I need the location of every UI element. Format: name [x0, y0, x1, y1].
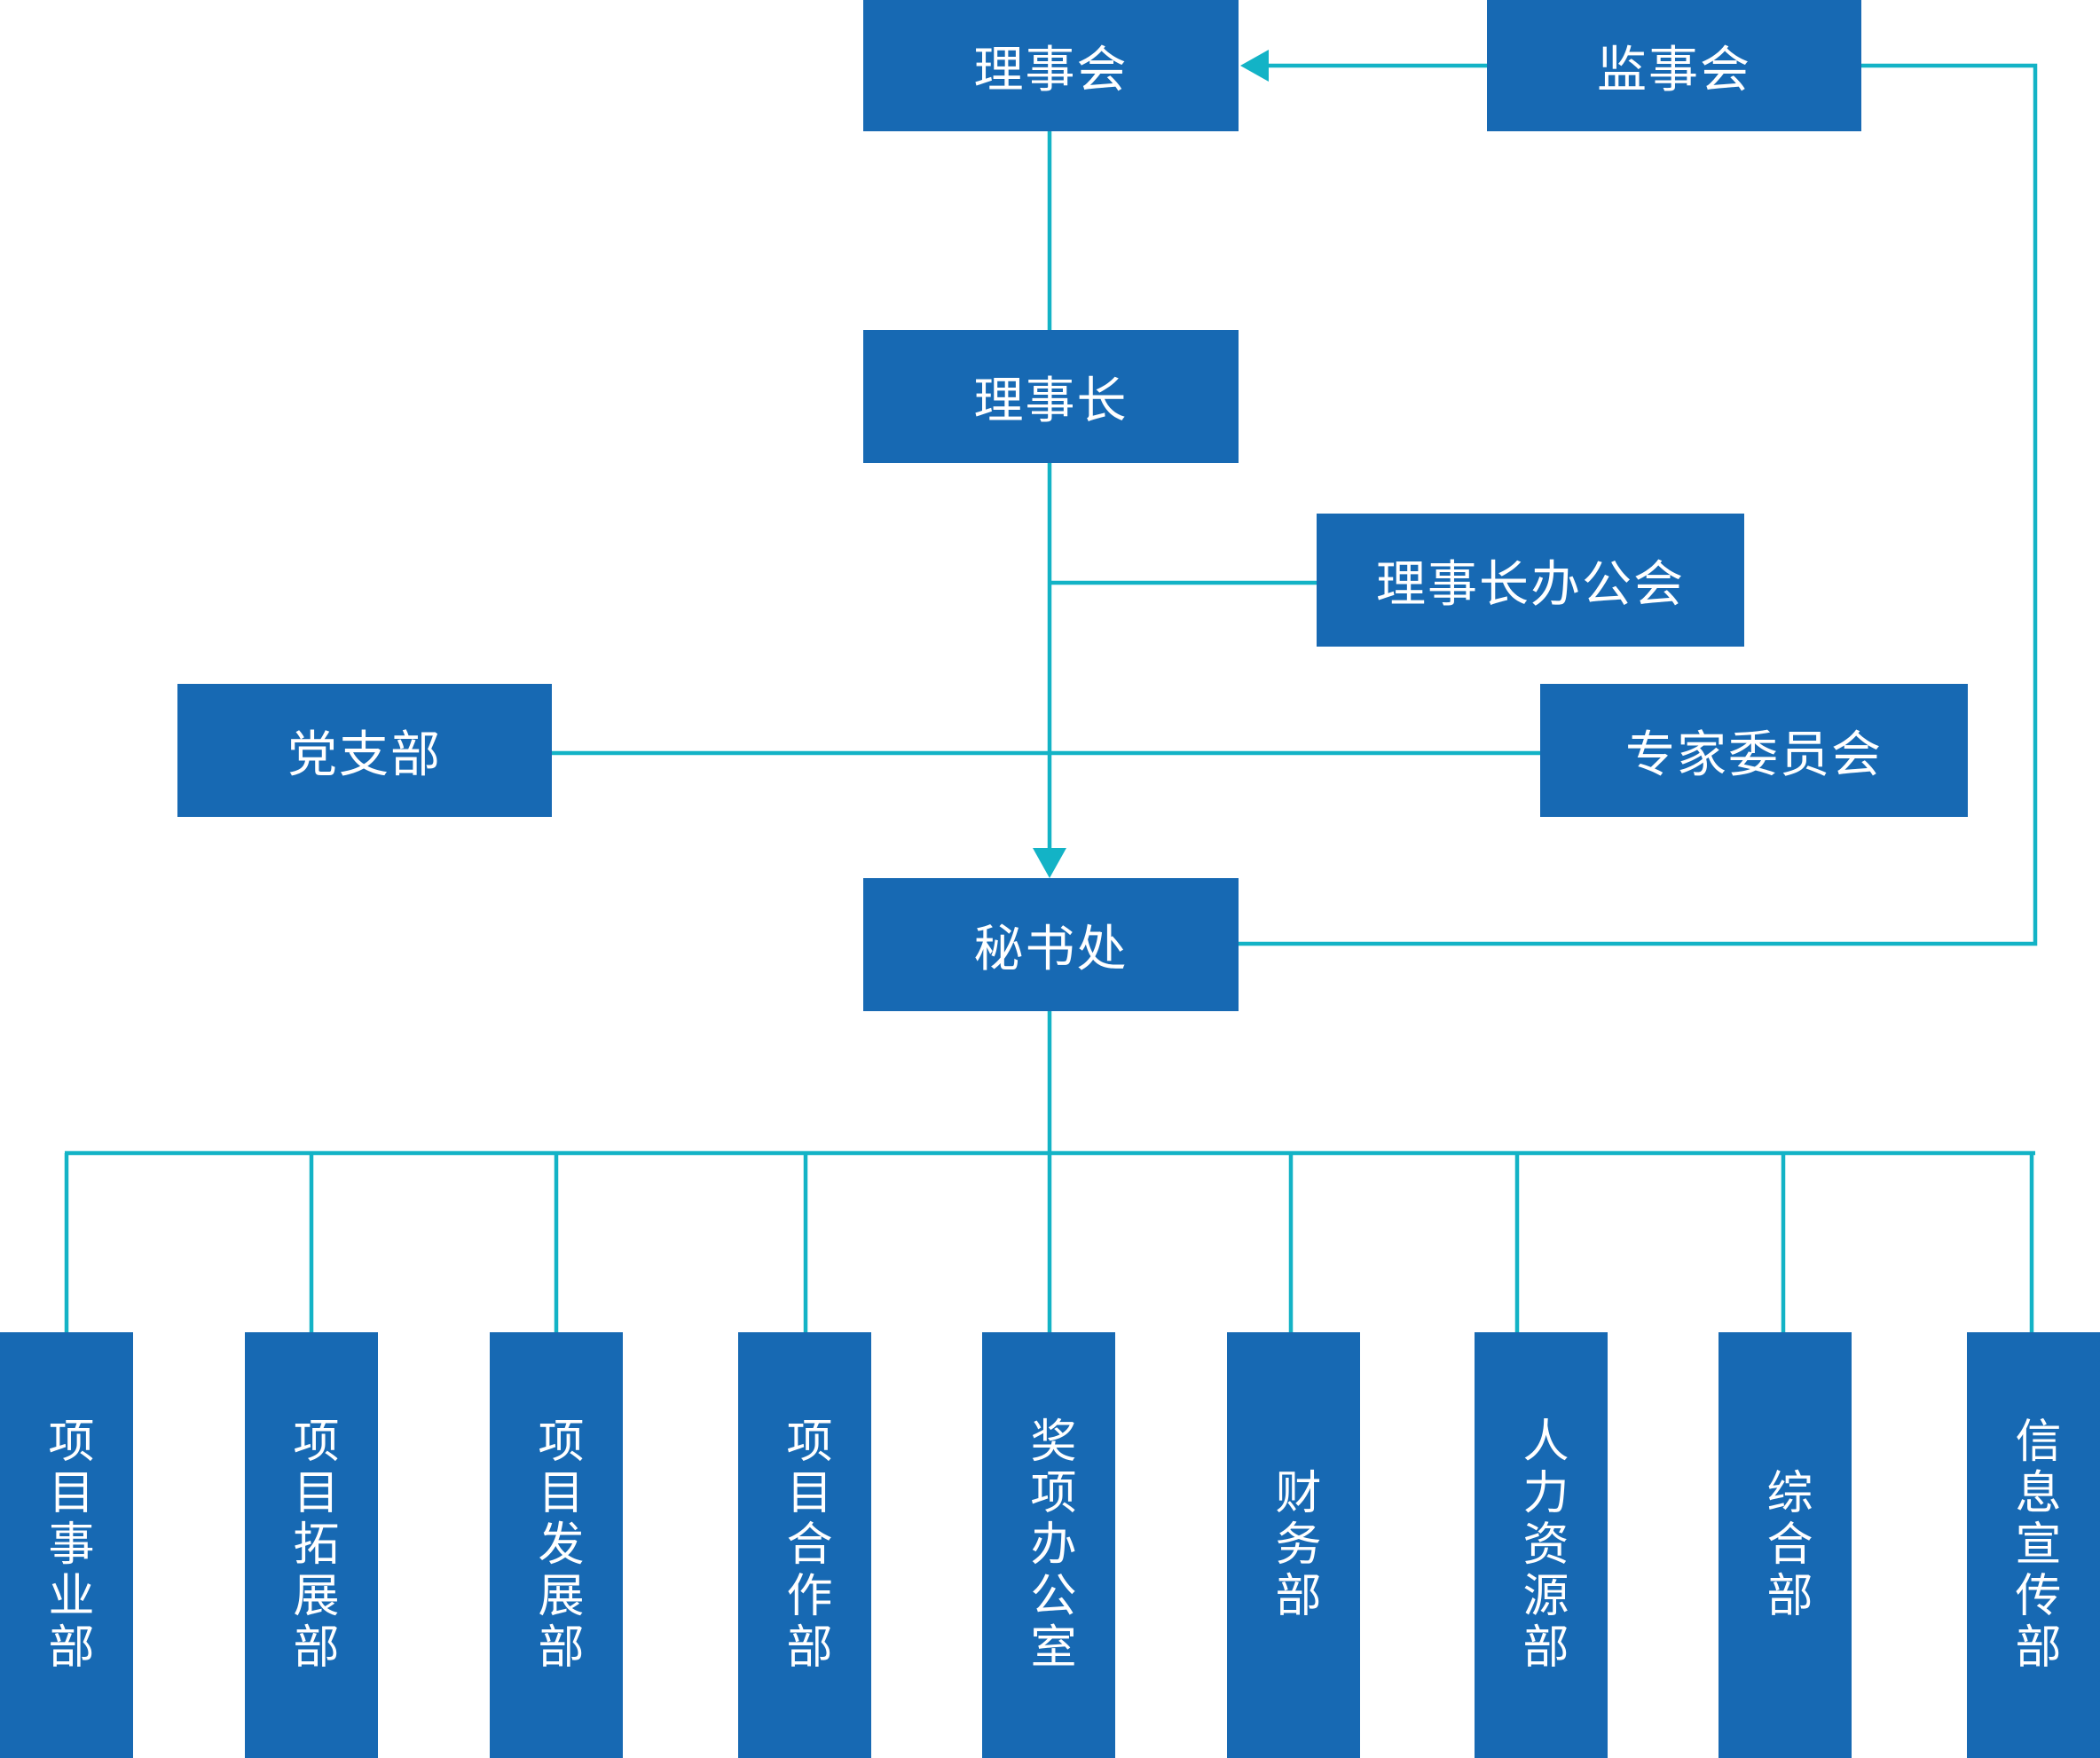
secretariat-box: 秘书处: [863, 878, 1239, 1011]
chairman-office-meeting-box: 理事长办公会: [1317, 514, 1744, 647]
department-box: 综合部: [1719, 1332, 1852, 1758]
department-box: 财务部: [1227, 1332, 1360, 1758]
board-box: 理事会: [863, 0, 1239, 131]
department-box: 人力资源部: [1475, 1332, 1608, 1758]
arrow-to-board: [1240, 50, 1269, 82]
expert-committee-box: 专家委员会: [1540, 684, 1968, 817]
connector-supervisors-secretariat: [1239, 63, 2038, 946]
arrow-to-secretariat: [1033, 848, 1066, 878]
department-box: 奖项办公室: [982, 1332, 1115, 1758]
department-box: 信息宣传部: [1967, 1332, 2100, 1758]
department-box: 项目发展部: [490, 1332, 623, 1758]
chairman-box: 理事长: [863, 330, 1239, 463]
department-box: 项目拓展部: [245, 1332, 378, 1758]
party-branch-box: 党支部: [177, 684, 552, 817]
department-box: 项目事业部: [0, 1332, 133, 1758]
supervisors-box: 监事会: [1487, 0, 1861, 131]
department-box: 项目合作部: [738, 1332, 871, 1758]
